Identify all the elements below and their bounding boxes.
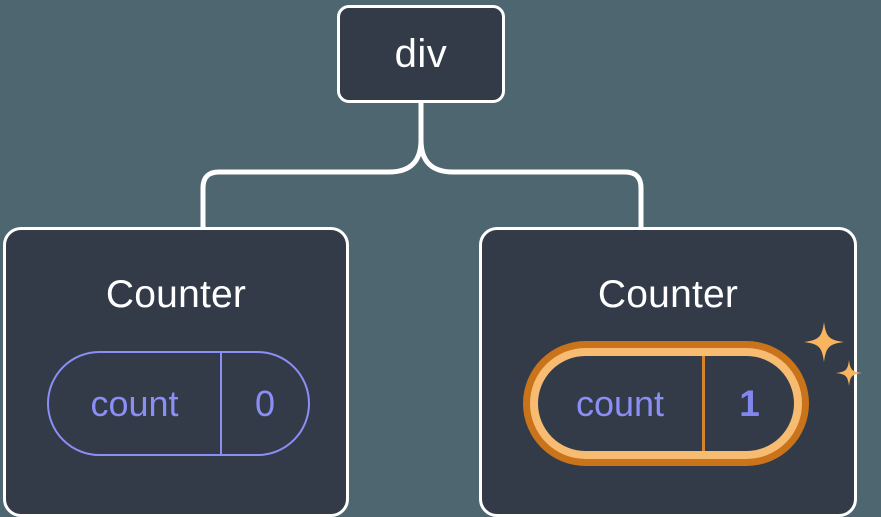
connector-to-right-child xyxy=(418,137,644,230)
node-counter-right-label: Counter xyxy=(597,273,739,316)
sparkles-group xyxy=(804,322,862,386)
state-key-label: count xyxy=(538,356,705,451)
state-pill-body: count 1 xyxy=(538,356,794,451)
state-key-label: count xyxy=(49,353,222,454)
state-pill-count-left[interactable]: count 0 xyxy=(47,351,310,456)
node-div-label: div xyxy=(394,32,448,76)
connector-to-left-child xyxy=(200,137,424,230)
node-counter-left[interactable]: Counter count 0 xyxy=(3,227,349,517)
state-value-label: 1 xyxy=(739,382,760,424)
node-counter-right[interactable]: Counter count 1 xyxy=(479,227,862,517)
state-value-label: 0 xyxy=(254,382,276,424)
state-pill-count-right-highlighted[interactable]: count 1 xyxy=(523,341,809,466)
node-div[interactable]: div xyxy=(337,5,505,103)
sparkle-icon xyxy=(804,322,844,362)
sparkle-icon xyxy=(836,360,862,386)
node-counter-left-label: Counter xyxy=(105,273,247,316)
component-tree-diagram: div Counter count 0 Counter count 1 xyxy=(3,5,862,517)
state-pill-inner-ring: count 1 xyxy=(530,348,802,459)
